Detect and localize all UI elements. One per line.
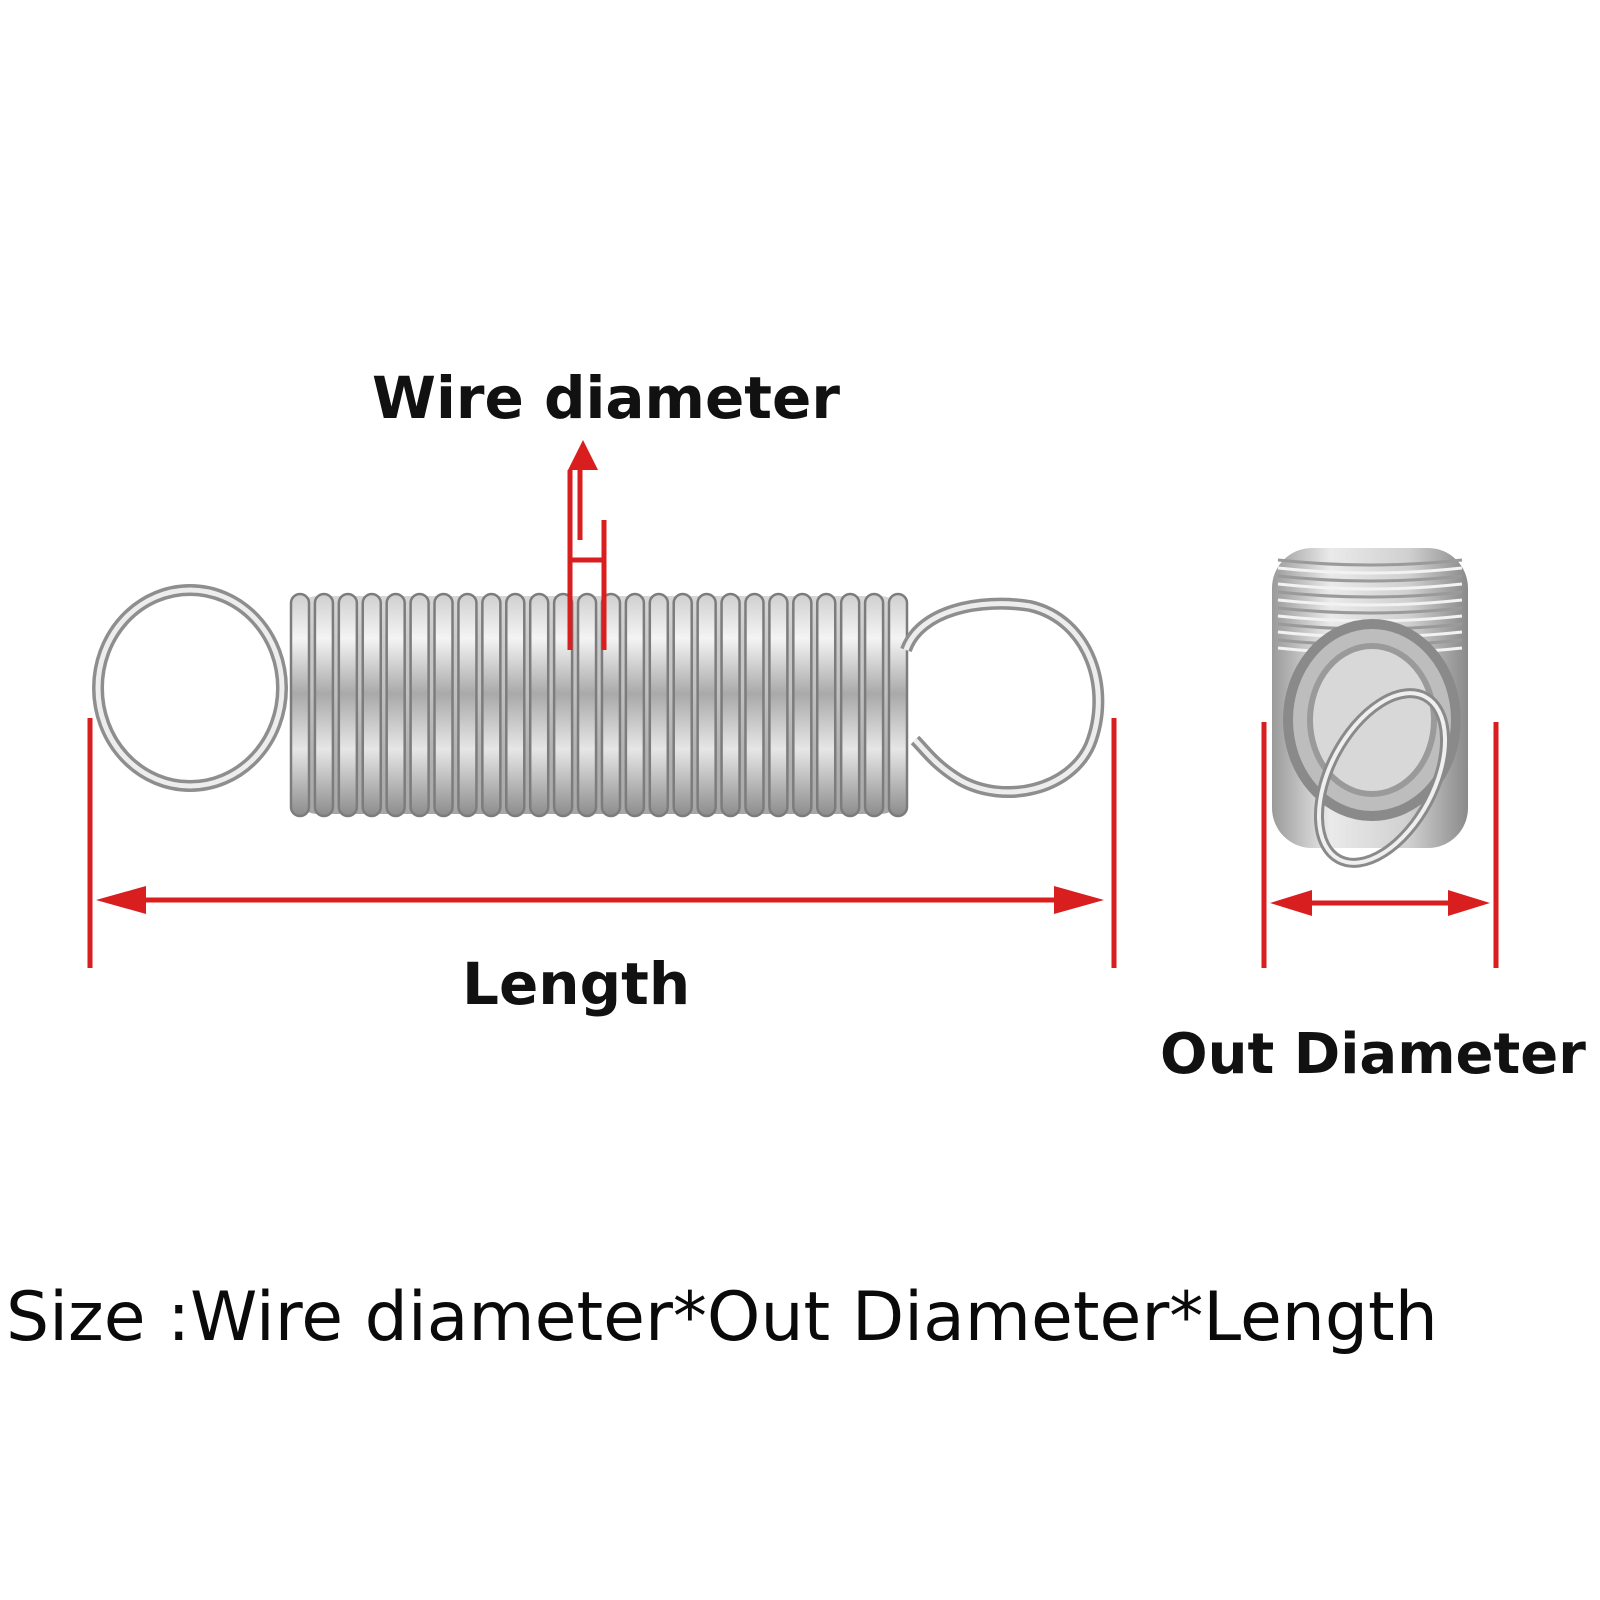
length-arrow-right <box>1054 886 1104 914</box>
coil-turn <box>337 592 359 818</box>
extension-spring <box>92 584 1105 818</box>
coil-turn <box>672 592 693 818</box>
coil-turn <box>648 592 670 818</box>
coil-turn <box>528 592 550 818</box>
end-view-coil-edge <box>1277 598 1463 607</box>
end-view-coil-edge <box>1277 566 1463 575</box>
coil-turn <box>481 592 502 818</box>
coil-turn <box>385 592 406 818</box>
wire-diameter-label: Wire diameter <box>372 364 840 432</box>
coil-turn <box>361 592 383 818</box>
coil-turn <box>792 592 813 818</box>
end-view-coil-edge <box>1277 590 1463 599</box>
coil-turn <box>433 592 454 818</box>
out-diameter-arrow-left <box>1270 890 1312 916</box>
size-formula-caption: Size :Wire diameter*Out Diameter*Length <box>6 1278 1438 1357</box>
coil-turn <box>696 592 717 818</box>
coil-turn <box>839 592 861 818</box>
coil-turn <box>289 592 311 818</box>
wire-diameter-marker <box>567 440 607 650</box>
out-diameter-arrow-right <box>1448 890 1490 916</box>
spring-body <box>292 596 906 814</box>
coil-turn <box>576 592 598 818</box>
coil-turn <box>457 592 478 818</box>
length-dimension <box>87 718 1117 968</box>
coil-turn <box>624 592 646 818</box>
length-label: Length <box>462 950 691 1018</box>
spring-coils <box>289 592 909 818</box>
end-view-coil-edge <box>1277 606 1463 615</box>
coil-turn <box>720 592 741 818</box>
out-diameter-label: Out Diameter <box>1160 1022 1586 1087</box>
out-diameter-dimension <box>1261 722 1499 968</box>
coil-turn <box>768 592 789 818</box>
spring-end-view <box>1272 548 1468 868</box>
length-arrow-left <box>96 886 146 914</box>
coil-turn <box>409 592 430 818</box>
coil-turn <box>313 592 335 818</box>
coil-turn <box>505 592 526 818</box>
wire-diameter-arrowhead <box>568 440 598 470</box>
coil-turn <box>887 592 909 818</box>
end-view-coil-edge <box>1277 558 1463 567</box>
coil-turn <box>815 592 837 818</box>
coil-turn <box>863 592 885 818</box>
coil-turn <box>744 592 765 818</box>
end-view-coil-edge <box>1277 582 1463 591</box>
end-view-coil-edge <box>1277 574 1463 583</box>
